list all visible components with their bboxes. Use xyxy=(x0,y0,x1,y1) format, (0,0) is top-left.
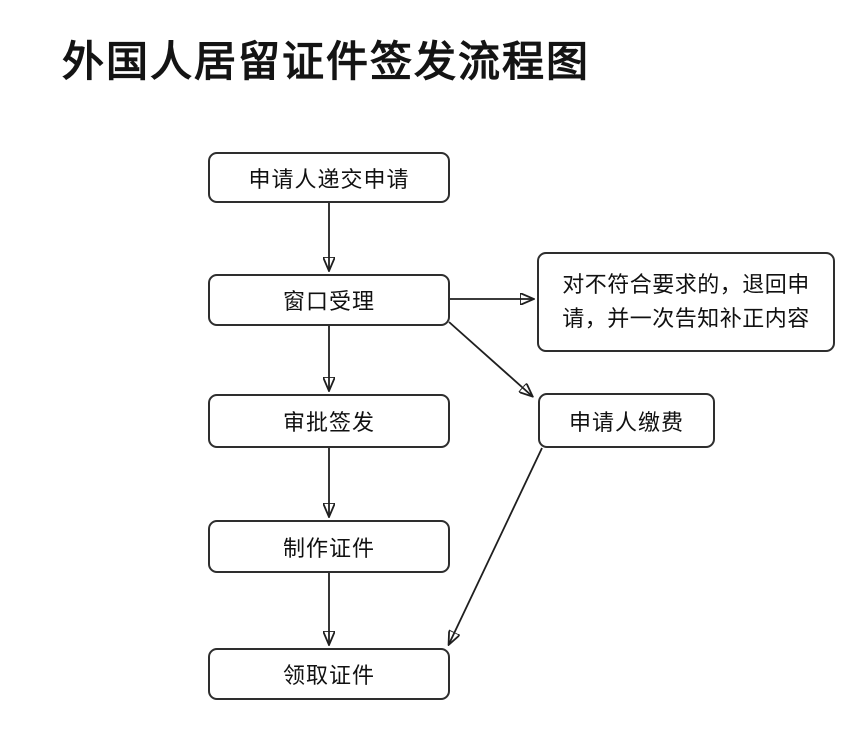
flow-node-label: 制作证件 xyxy=(282,535,375,561)
flow-node-label: 窗口受理 xyxy=(282,289,375,314)
flow-node-collect-certificate: 领取证件 xyxy=(208,648,450,700)
flow-node-label-line2: 请，并一次告知补正内容 xyxy=(562,306,810,331)
flow-node-label: 领取证件 xyxy=(282,663,375,688)
flow-node-submit-application: 申请人递交申请 xyxy=(208,152,450,203)
flow-node-label-line1: 对不符合要求的，退回申 xyxy=(562,272,810,297)
flow-node-return-application-note: 对不符合要求的，退回申 请，并一次告知补正内容 xyxy=(537,252,835,352)
flow-node-label: 申请人递交申请 xyxy=(248,166,410,192)
flow-node-window-acceptance: 窗口受理 xyxy=(208,274,450,326)
diagram-title: 外国人居留证件签发流程图 xyxy=(62,38,591,85)
arrow-accept-to-pay xyxy=(448,321,532,396)
flow-node-applicant-payment: 申请人缴费 xyxy=(538,393,715,448)
flow-node-produce-certificate: 制作证件 xyxy=(208,520,450,573)
flow-node-label: 审批签发 xyxy=(282,410,375,435)
arrow-pay-to-collect xyxy=(449,447,543,644)
flow-node-approval-issuance: 审批签发 xyxy=(208,394,450,448)
flow-node-label: 申请人缴费 xyxy=(568,409,684,435)
